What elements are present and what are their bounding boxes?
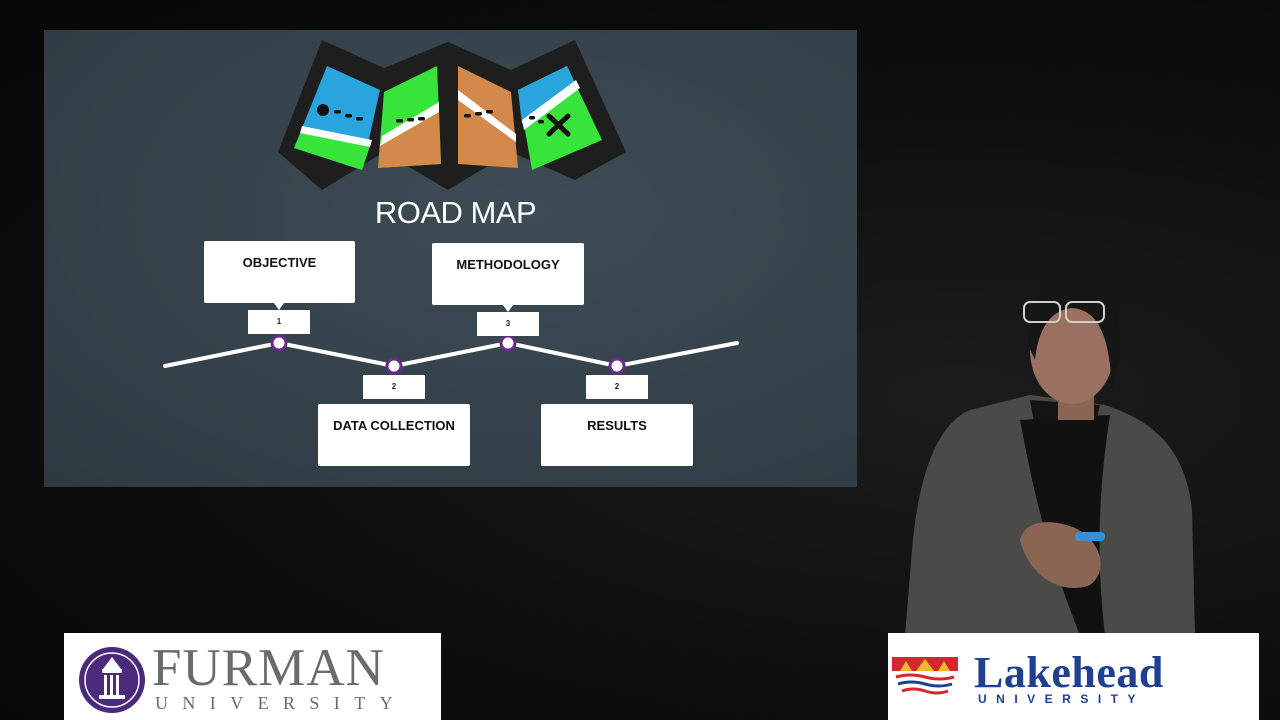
stage-box-methodology: METHODOLOGY [432, 243, 584, 305]
projected-slide: ROAD MAP OBJECTIVE METHODOLOGY DATA COLL… [44, 30, 857, 487]
stage-box-data-collection: DATA COLLECTION [318, 404, 470, 466]
furman-subtitle: UNIVERSITY [155, 693, 407, 713]
folded-treasure-map-icon [278, 40, 626, 190]
furman-logo: FURMAN UNIVERSITY [64, 633, 441, 720]
stage-number: 2 [363, 375, 425, 399]
furman-name: FURMAN [152, 639, 385, 697]
stage-label: DATA COLLECTION [333, 418, 455, 433]
stage-label: OBJECTIVE [242, 255, 317, 270]
stage-box-results: RESULTS [541, 404, 693, 466]
route-line [163, 341, 739, 368]
lakehead-logo: Lakehead UNIVERSITY [888, 633, 1259, 720]
stage-label: RESULTS [587, 418, 647, 433]
road-map-graphic [163, 40, 739, 398]
stage-label: METHODOLOGY [456, 257, 560, 272]
route-node [608, 357, 626, 375]
stage-box-objective: OBJECTIVE [204, 241, 355, 303]
route-node [499, 334, 517, 352]
stage-number: 2 [586, 375, 648, 399]
route-node [270, 334, 288, 352]
furman-seal-icon [79, 647, 145, 713]
lakehead-subtitle: UNIVERSITY [978, 692, 1146, 706]
stage-number: 1 [248, 310, 310, 334]
lakehead-name: Lakehead [974, 648, 1164, 697]
stage-number: 3 [477, 312, 539, 336]
route-node [385, 357, 403, 375]
slide-title: ROAD MAP [374, 195, 537, 230]
lakehead-crest-icon [892, 657, 958, 700]
presenter [905, 271, 1195, 635]
